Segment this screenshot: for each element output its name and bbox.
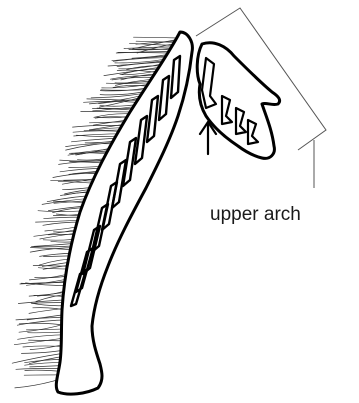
gill-filament <box>102 84 149 88</box>
gill-filament <box>134 37 179 38</box>
gill-filament <box>124 47 172 49</box>
gill-filament <box>23 346 66 347</box>
gill-filament <box>81 112 134 113</box>
gill-filament <box>12 353 65 363</box>
upper-arch-label: upper arch <box>210 204 301 226</box>
gill-filament <box>21 350 65 354</box>
gill-filament <box>16 368 65 369</box>
gill-filament <box>101 90 146 91</box>
gill-filament <box>73 125 128 127</box>
gill-filament <box>92 109 135 111</box>
